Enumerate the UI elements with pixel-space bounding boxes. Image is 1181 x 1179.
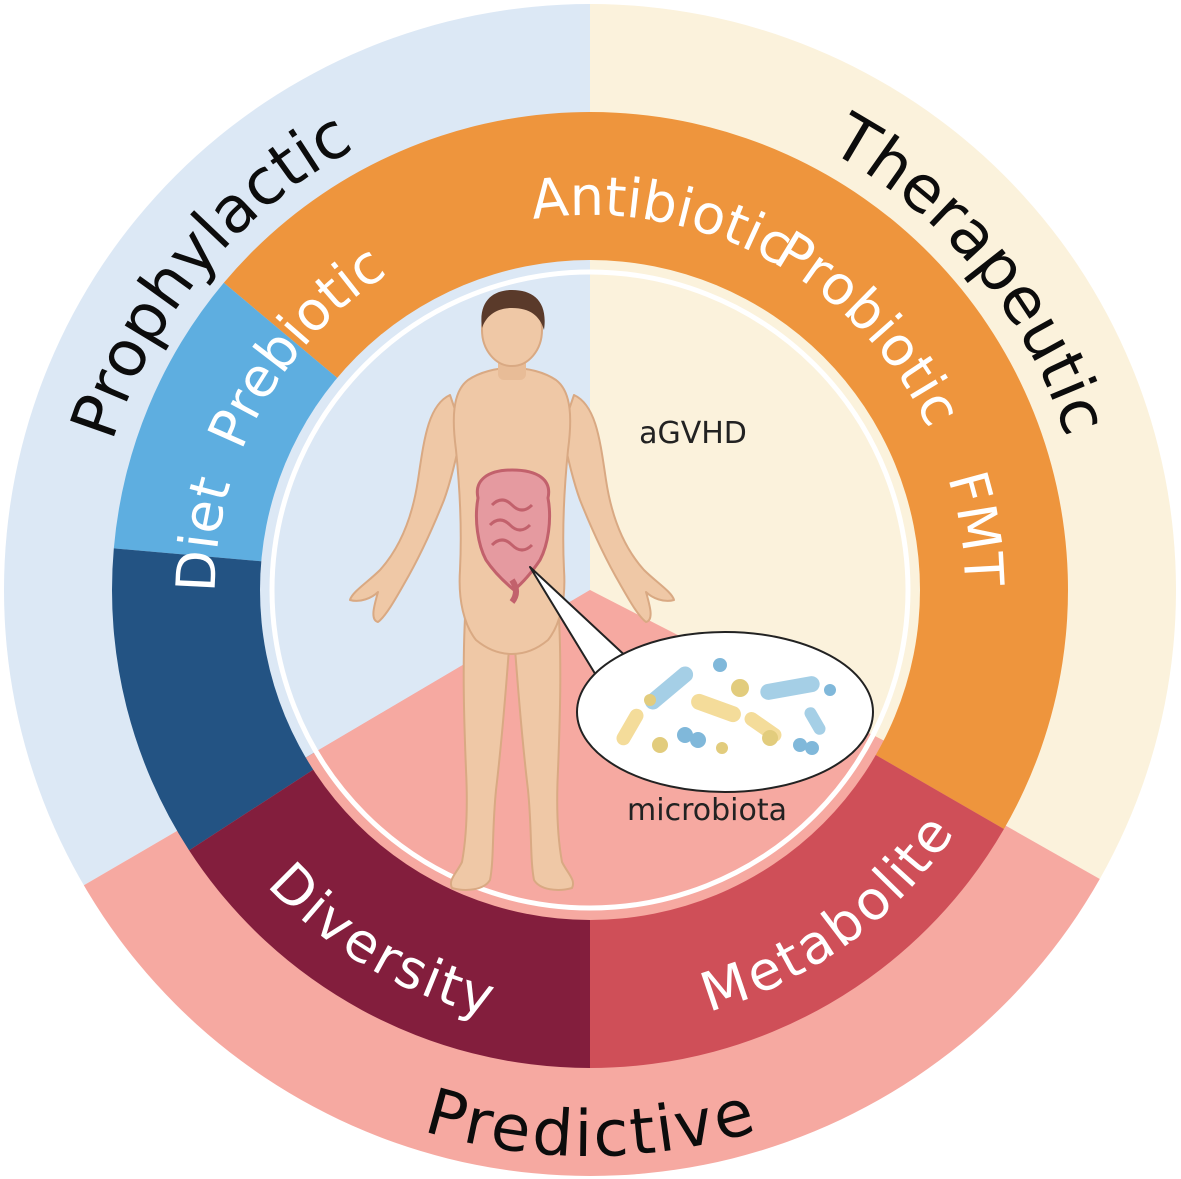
segment-diversity [189,764,590,1068]
bacterium-rod [691,693,741,723]
bacterium-coccus [677,727,693,743]
bacterium-coccus [644,694,656,706]
microbiota-label: microbiota [627,793,787,828]
bacterium-coccus [762,730,778,746]
human-intestine [474,468,552,604]
bacterium-coccus [793,738,807,752]
bacterium-coccus [716,742,728,754]
human-figure [349,290,675,891]
human-arms [349,394,675,623]
bacterium-coccus [690,732,706,748]
human-hair [481,290,545,330]
bacterium-coccus [652,737,668,753]
inner-ring-line [269,269,911,911]
segment-prebiotic [113,282,345,563]
bacterium-rod [760,676,820,700]
segment-metabolite [590,750,1004,1068]
bacteria-cluster [616,658,836,755]
bacterium-coccus [731,679,749,697]
bacterium-rod [804,707,826,735]
bacterium-rod [644,666,694,710]
bacterium-coccus [805,741,819,755]
bacterium-rod [616,708,644,746]
center-label: aGVHD [639,416,747,451]
segment-therapeutic-treatments [223,112,1068,830]
bacterium-coccus [824,684,836,696]
human-legs [450,599,574,891]
bacterium-coccus [713,658,727,672]
microbiota-callout [529,566,874,793]
